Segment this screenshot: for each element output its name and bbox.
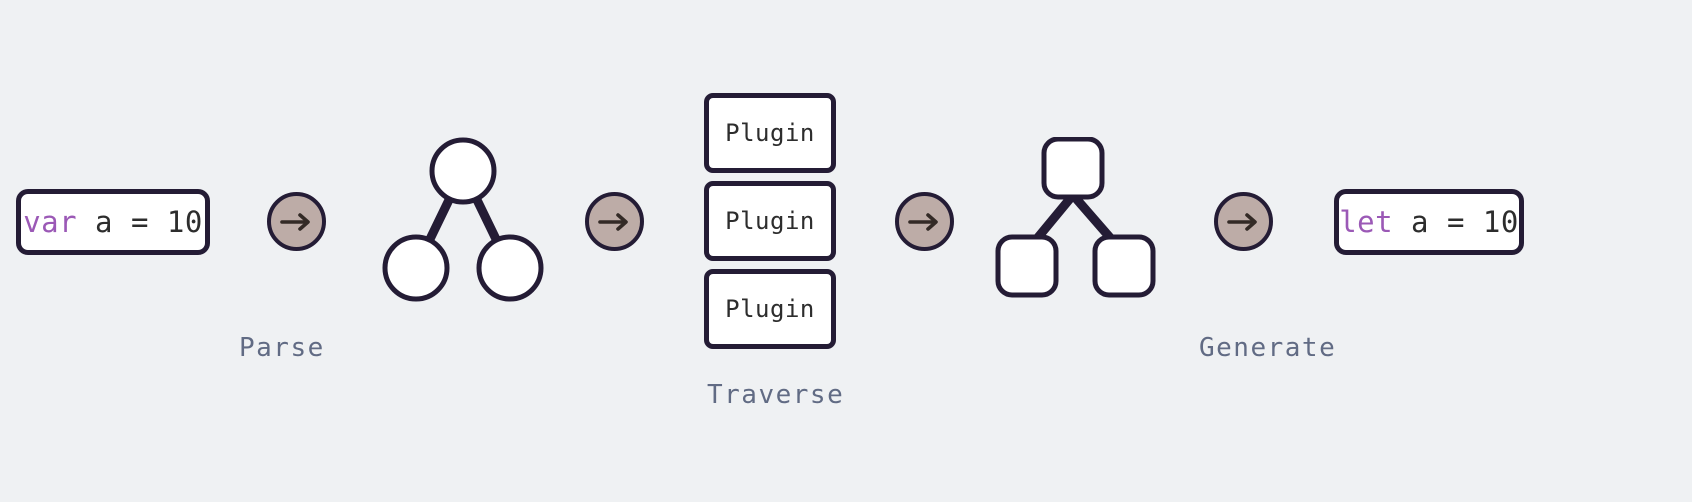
plugin-box: Plugin [704, 93, 836, 173]
output-code-box: let a = 10 [1334, 189, 1524, 255]
ast-square-tree [995, 137, 1160, 302]
plugin-stack: Plugin Plugin Plugin [704, 93, 836, 349]
stage-label-traverse: Traverse [707, 380, 845, 410]
ast-square-tree-edges [1030, 190, 1118, 246]
input-code-keyword: var [23, 205, 78, 239]
arrow-icon-1 [267, 192, 326, 251]
input-code-rest: a = 10 [77, 205, 203, 239]
arrow-icon-3 [895, 192, 954, 251]
plugin-box: Plugin [704, 181, 836, 261]
arrow-icon-4 [1214, 192, 1273, 251]
ast-circle-tree-nodes [382, 137, 544, 302]
plugin-box: Plugin [704, 269, 836, 349]
stage-label-generate: Generate [1199, 333, 1337, 363]
ast-circle-tree [378, 133, 550, 303]
stage-label-parse: Parse [239, 333, 325, 363]
arrow-icon-2 [585, 192, 644, 251]
input-code-box: var a = 10 [16, 189, 210, 255]
ast-square-tree-nodes [995, 137, 1156, 298]
output-code-rest: a = 10 [1393, 205, 1519, 239]
output-code-keyword: let [1339, 205, 1394, 239]
